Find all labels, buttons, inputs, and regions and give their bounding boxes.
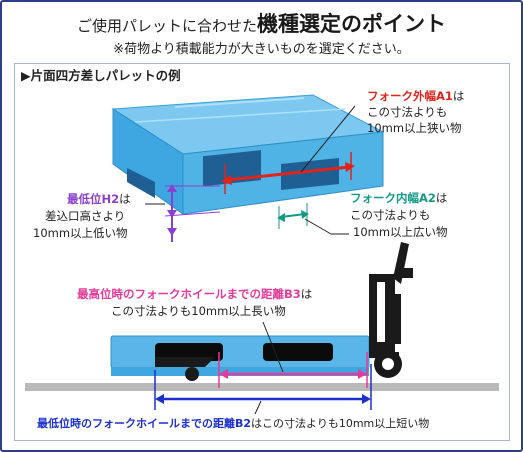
title-strong: 機種選定のポイント xyxy=(257,12,446,36)
b2-dimension-arrow xyxy=(154,364,372,415)
a1-line3: 10mm以上狭い物 xyxy=(367,121,462,135)
title-prefix: ご使用パレットに合わせた xyxy=(76,17,257,35)
a2-line3: 10mm以上広い物 xyxy=(353,225,448,239)
pallet-illustration xyxy=(25,94,499,415)
section-heading: ▶片面四方差しパレットの例 xyxy=(21,68,181,83)
pallet-truck xyxy=(155,242,413,381)
a2-suffix: は xyxy=(435,191,448,205)
pallet-perspective xyxy=(111,94,385,215)
a1-line1: フォーク外幅A1は xyxy=(367,89,464,104)
h2-label: 最低位H2 xyxy=(67,192,120,206)
page-title: ご使用パレットに合わせた機種選定のポイント xyxy=(2,8,521,38)
b3-label: 最高位時のフォークホイールまでの距離B3 xyxy=(77,287,301,301)
header: ご使用パレットに合わせた機種選定のポイント ※荷物より積載能力が大きいものを選定… xyxy=(2,2,521,62)
a1-suffix: は xyxy=(452,89,465,103)
a1-label: フォーク外幅A1 xyxy=(367,89,453,103)
a2-label: フォーク内幅A2 xyxy=(350,191,436,205)
h2-line2: 差込口高さより xyxy=(45,209,126,223)
b2-label: 最低位時のフォークホイールまでの距離B2 xyxy=(37,417,252,430)
h2-dimension-arrow xyxy=(145,184,221,242)
h2-line3: 10mm以上低い物 xyxy=(33,226,128,240)
b3-suffix: は xyxy=(300,287,313,301)
illustration-panel: ▶片面四方差しパレットの例 フォーク外幅A1は この寸法よりも 10mm以上狭い… xyxy=(14,63,510,441)
h2-line1: 最低位H2は xyxy=(67,192,131,207)
b2-suffix: はこの寸法よりも10mm以上短い物 xyxy=(251,417,430,430)
a2-line1: フォーク内幅A2は xyxy=(350,191,447,206)
page-subtitle: ※荷物より積載能力が大きいものを選定ください。 xyxy=(113,42,410,57)
a1-dimension-arrow xyxy=(221,105,356,194)
floor xyxy=(25,383,499,391)
b3-dimension-arrow xyxy=(218,321,368,388)
b3-line1: 最高位時のフォークホイールまでの距離B3は xyxy=(77,287,312,302)
b3-line2: この寸法よりも10mm以上長い物 xyxy=(111,304,286,318)
b2-line1: 最低位時のフォークホイールまでの距離B2はこの寸法よりも10mm以上短い物 xyxy=(37,416,429,431)
a2-dimension-arrow xyxy=(277,203,349,235)
a1-line2: この寸法よりも xyxy=(367,105,448,119)
h2-suffix: は xyxy=(119,192,131,206)
a2-line2: この寸法よりも xyxy=(350,208,431,222)
pallet-side-view xyxy=(110,335,370,376)
